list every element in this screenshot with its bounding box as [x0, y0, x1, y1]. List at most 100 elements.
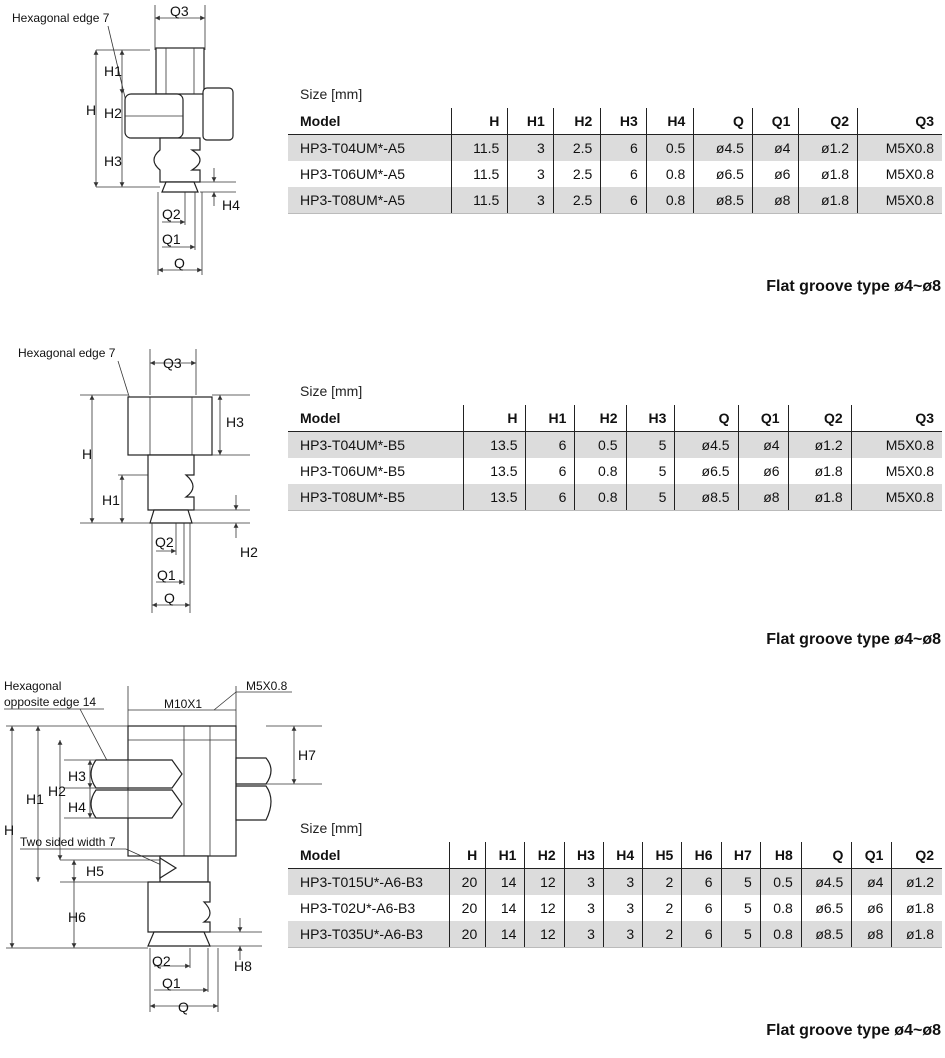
label-h1: H1: [26, 791, 44, 807]
cell: 12: [524, 921, 565, 948]
cell: M5X0.8: [850, 431, 942, 458]
cell: 0.8: [645, 161, 694, 187]
cell: 0.8: [574, 458, 627, 484]
label-m5: M5X0.8: [246, 679, 288, 693]
col-header: H7: [720, 842, 761, 869]
spec-table-b5: Model H H1 H2 H3 Q Q1 Q2 Q3 HP3-T04UM*-B…: [288, 405, 942, 511]
label-h3: H3: [68, 768, 86, 784]
cell: 0.5: [759, 868, 802, 895]
cell: M5X0.8: [850, 484, 942, 511]
cell: 0.8: [759, 895, 802, 921]
cell: 0.8: [759, 921, 802, 948]
label-h8: H8: [234, 958, 252, 974]
col-header: H1: [507, 108, 554, 135]
cell: ø6: [737, 458, 789, 484]
cell: 12: [524, 895, 565, 921]
hex-note: Hexagonal edge 7: [18, 346, 116, 360]
drawing-b5: Hexagonal edge 7 Q3 H H1 H3 H2: [18, 346, 258, 613]
spec-section-b5: Hexagonal edge 7 Q3 H H1 H3 H2: [0, 335, 945, 660]
cell: ø4: [737, 431, 789, 458]
label-q: Q: [164, 590, 175, 606]
col-header: H3: [600, 108, 647, 135]
cell-model: HP3-T04UM*-A5: [288, 134, 452, 161]
cell: ø8.5: [800, 921, 852, 948]
cell: ø6.5: [800, 895, 852, 921]
cell: 11.5: [451, 161, 508, 187]
cell: 3: [563, 895, 604, 921]
label-h1: H1: [104, 63, 122, 79]
cell-model: HP3-T08UM*-B5: [288, 484, 464, 511]
cell: 2.5: [552, 134, 601, 161]
label-h3: H3: [104, 153, 122, 169]
cell: 5: [625, 458, 675, 484]
cell: 3: [602, 921, 643, 948]
col-header: H5: [642, 842, 682, 869]
label-q1: Q1: [162, 975, 181, 991]
cell: 3: [507, 187, 554, 214]
cell: 20: [448, 895, 486, 921]
cell: 2.5: [552, 161, 601, 187]
table-row: HP3-T06UM*-B5 13.5 6 0.8 5 ø6.5 ø6 ø1.8 …: [288, 458, 942, 484]
cell-model: HP3-T035U*-A6-B3: [288, 921, 450, 948]
label-m10: M10X1: [164, 697, 202, 711]
col-header: Model: [288, 405, 464, 432]
col-header: H6: [681, 842, 722, 869]
cell: 14: [485, 895, 525, 921]
col-header: H3: [625, 405, 675, 432]
label-h6: H6: [68, 909, 86, 925]
label-q2: Q2: [152, 953, 171, 969]
cell: 5: [720, 921, 761, 948]
cell: 20: [448, 921, 486, 948]
cell: ø8.5: [693, 187, 753, 214]
cell: 5: [720, 895, 761, 921]
table-row: HP3-T08UM*-A5 11.5 3 2.5 6 0.8 ø8.5 ø8 ø…: [288, 187, 942, 214]
table-row: HP3-T06UM*-A5 11.5 3 2.5 6 0.8 ø6.5 ø6 ø…: [288, 161, 942, 187]
cell: 3: [563, 921, 604, 948]
cell: ø8: [737, 484, 789, 511]
cell: ø4.5: [674, 431, 739, 458]
col-header: H1: [485, 842, 525, 869]
col-header: Q2: [891, 842, 942, 869]
col-header: Model: [288, 108, 452, 135]
table-header-row: Model H H1 H2 H3 H4 H5 H6 H7 H8 Q Q1 Q2: [288, 842, 942, 869]
col-header: Q1: [751, 108, 799, 135]
spec-section-a5: Hexagonal edge 7 Q3 H H1 H2 H3 H4: [0, 0, 945, 310]
col-header: H3: [563, 842, 604, 869]
cell: 0.5: [645, 134, 694, 161]
cell: 2: [642, 895, 682, 921]
cell: ø1.8: [891, 921, 942, 948]
cell: ø1.2: [891, 868, 942, 895]
hex-note-line2: opposite edge 14: [4, 695, 96, 709]
cell: ø1.8: [798, 161, 858, 187]
cell: 6: [600, 161, 647, 187]
table-header-row: Model H H1 H2 H3 H4 Q Q1 Q2 Q3: [288, 108, 942, 135]
cell: M5X0.8: [857, 161, 942, 187]
cell-model: HP3-T08UM*-A5: [288, 187, 452, 214]
cell: 3: [602, 895, 643, 921]
label-q3: Q3: [163, 355, 182, 371]
label-h7: H7: [298, 747, 316, 763]
col-header: Q: [693, 108, 753, 135]
section-caption: Flat groove type ø4~ø8: [766, 1022, 941, 1039]
cell: 0.5: [574, 431, 627, 458]
table-row: HP3-T02U*-A6-B3 20 14 12 3 3 2 6 5 0.8 ø…: [288, 895, 942, 921]
col-header: H2: [552, 108, 601, 135]
label-q: Q: [178, 999, 189, 1015]
cell: 3: [563, 868, 604, 895]
cell: ø4: [751, 134, 799, 161]
table-header-row: Model H H1 H2 H3 Q Q1 Q2 Q3: [288, 405, 942, 432]
drawing-a5: Hexagonal edge 7 Q3 H H1 H2 H3 H4: [12, 3, 240, 275]
label-q: Q: [174, 255, 185, 271]
cell: ø1.2: [798, 134, 858, 161]
col-header: H8: [759, 842, 802, 869]
label-h4: H4: [222, 197, 240, 213]
cell: 6: [600, 187, 647, 214]
cell: 0.8: [574, 484, 627, 511]
cell: 6: [681, 921, 722, 948]
hex-note: Hexagonal edge 7: [12, 11, 110, 25]
cell: 13.5: [463, 484, 526, 511]
cell: 2.5: [552, 187, 601, 214]
cell-model: HP3-T02U*-A6-B3: [300, 900, 416, 916]
label-q2: Q2: [155, 534, 174, 550]
cell: ø8: [851, 921, 892, 948]
